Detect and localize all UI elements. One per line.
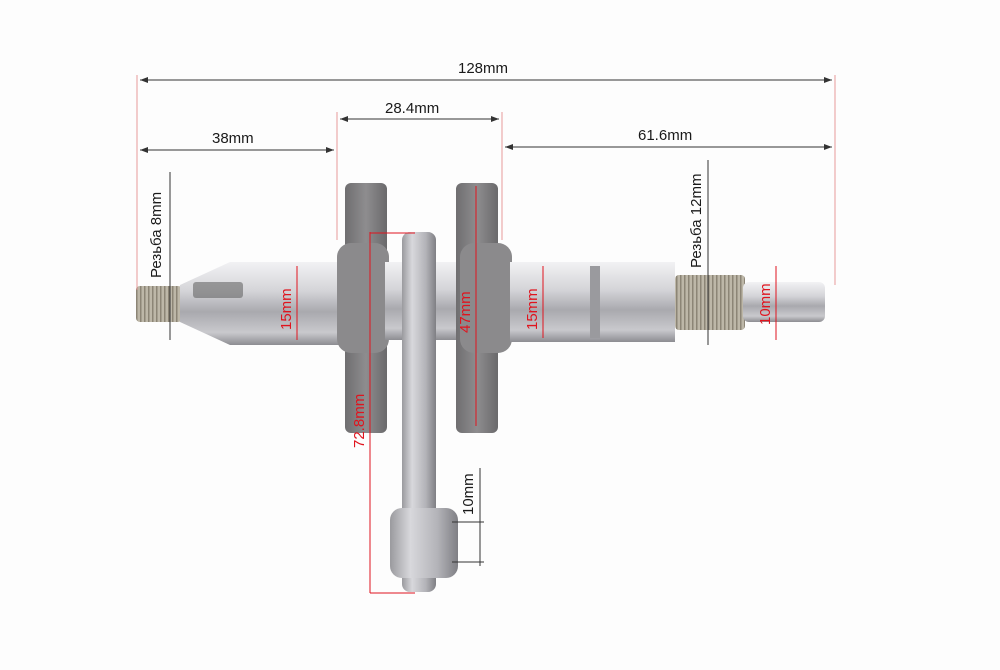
dim-left-thread: Резьба 8mm <box>148 191 165 278</box>
right-thread <box>675 275 745 330</box>
dim-small-end: 10mm <box>460 473 477 515</box>
dim-right-thread: Резьба 12mm <box>688 173 705 268</box>
dim-rod-length: 72.8mm <box>351 393 368 448</box>
connecting-rod <box>402 232 436 592</box>
dim-left-journal: 15mm <box>278 288 295 330</box>
dim-crank-width: 28.4mm <box>385 100 440 117</box>
keyway <box>193 282 243 298</box>
dim-end-diameter: 10mm <box>757 283 774 325</box>
dim-right-shaft: 61.6mm <box>638 127 693 144</box>
dim-right-journal: 15mm <box>524 288 541 330</box>
dim-overall-length: 128mm <box>458 60 509 77</box>
left-thread <box>136 286 182 322</box>
dim-left-shaft: 38mm <box>212 130 254 147</box>
small-end <box>390 508 458 578</box>
left-taper <box>180 262 340 345</box>
dim-web-height: 47mm <box>457 291 474 333</box>
